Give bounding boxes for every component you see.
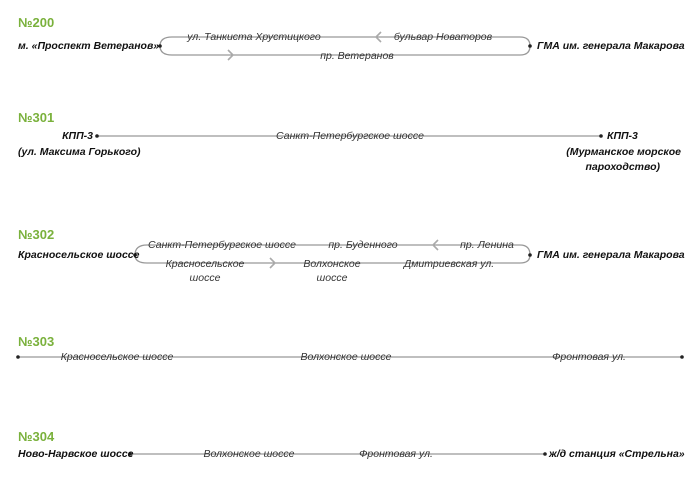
stop-dot: [528, 44, 532, 48]
route-start: Ново-Нарвское шоссе: [18, 448, 134, 460]
stop-dot: [599, 134, 603, 138]
arrow-left-icon: [374, 31, 382, 43]
street-label: Дмитриевская ул.: [403, 258, 495, 270]
street-label: шоссе: [316, 272, 348, 284]
street-label: пр. Буденного: [328, 239, 398, 251]
street-label: пр. Ленина: [460, 239, 514, 251]
route-end: ГМА им. генерала Макарова: [537, 40, 685, 52]
route-number: №200: [18, 15, 55, 30]
stop-dot: [16, 355, 20, 359]
street-label: Волхонское: [303, 258, 361, 270]
street-label: бульвар Новаторов: [393, 31, 493, 43]
stop-dot: [543, 452, 547, 456]
arrow-right-icon: [269, 257, 277, 269]
route-number: №302: [18, 227, 55, 242]
route-start: КПП-3: [62, 130, 93, 142]
route-start: Красносельское шоссе: [18, 249, 140, 261]
route-start: м. «Проспект Ветеранов»: [18, 40, 160, 52]
street-label: пр. Ветеранов: [320, 50, 394, 62]
street-label: Санкт-Петербургское шоссе: [148, 239, 296, 251]
street-label: Фронтовая ул.: [552, 351, 626, 363]
arrow-left-icon: [431, 239, 439, 251]
route-end: ж/д станция «Стрельна»: [549, 448, 685, 460]
street-label: Красносельское шоссе: [60, 351, 174, 363]
route-number: №304: [18, 429, 55, 444]
street-label: Санкт-Петербургское шоссе: [276, 130, 424, 142]
street-label: Волхонское шоссе: [203, 448, 295, 460]
street-label: Волхонское шоссе: [300, 351, 392, 363]
stop-dot: [528, 253, 532, 257]
stop-dot: [158, 44, 162, 48]
street-label: Фронтовая ул.: [359, 448, 433, 460]
arrow-right-icon: [227, 49, 235, 61]
route-end: ГМА им. генерала Макарова: [537, 249, 685, 261]
street-label: Красносельское: [165, 258, 245, 270]
route-start-note: (ул. Максима Горького): [18, 146, 141, 158]
route-number: №301: [18, 110, 55, 125]
route-end: КПП-3: [607, 130, 638, 142]
street-label: шоссе: [189, 272, 221, 284]
stop-dot: [95, 134, 99, 138]
stop-dot: [680, 355, 684, 359]
route-end-note: пароходство): [585, 161, 660, 173]
street-label: ул. Танкиста Хрустицкого: [187, 31, 321, 43]
stop-dot: [133, 253, 137, 257]
route-end-note: (Мурманское морское: [566, 146, 681, 158]
stop-dot: [128, 452, 132, 456]
route-number: №303: [18, 334, 55, 349]
